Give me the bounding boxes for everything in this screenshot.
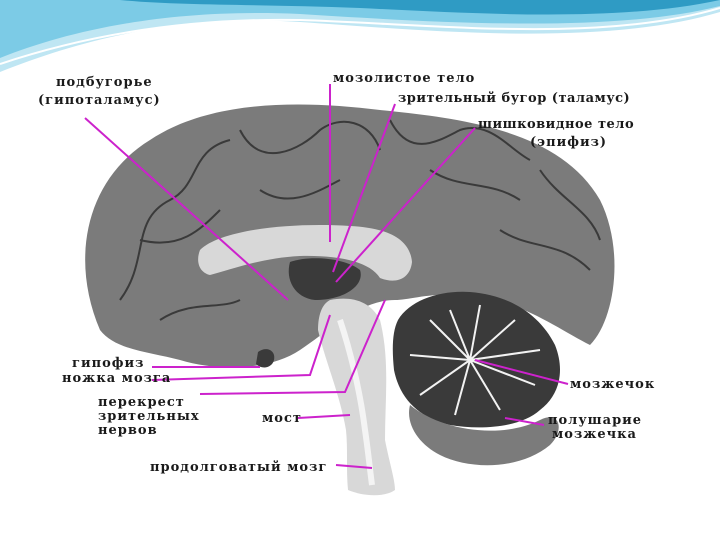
chiasm-label-line3: нервов — [98, 424, 158, 438]
thalamus-label: зрительный бугор (таламус) — [398, 92, 630, 106]
header-decoration — [0, 0, 720, 72]
pons-label: мост — [262, 412, 302, 426]
pineal-sublabel: (эпифиз) — [530, 136, 607, 150]
peduncle-label: ножка мозга — [62, 372, 171, 386]
cerebellar-hemisphere-label: полушарие — [548, 414, 642, 428]
hypothalamus-label: подбугорье — [56, 76, 153, 90]
corpus-callosum-label: мозолистое тело — [333, 72, 475, 86]
pituitary-label: гипофиз — [72, 357, 144, 371]
cerebellum-label: мозжечок — [570, 378, 655, 392]
pineal-label: шишковидное тело — [478, 118, 634, 132]
hypothalamus-sublabel: (гипоталамус) — [38, 94, 161, 108]
medulla-label: продолговатый мозг — [150, 461, 327, 475]
chiasm-label-line2: зрительных — [98, 410, 200, 424]
brain-illustration — [85, 104, 614, 495]
chiasm-label: перекрест — [98, 396, 185, 410]
cerebellar-hemisphere-label-line2: мозжечка — [552, 428, 637, 442]
